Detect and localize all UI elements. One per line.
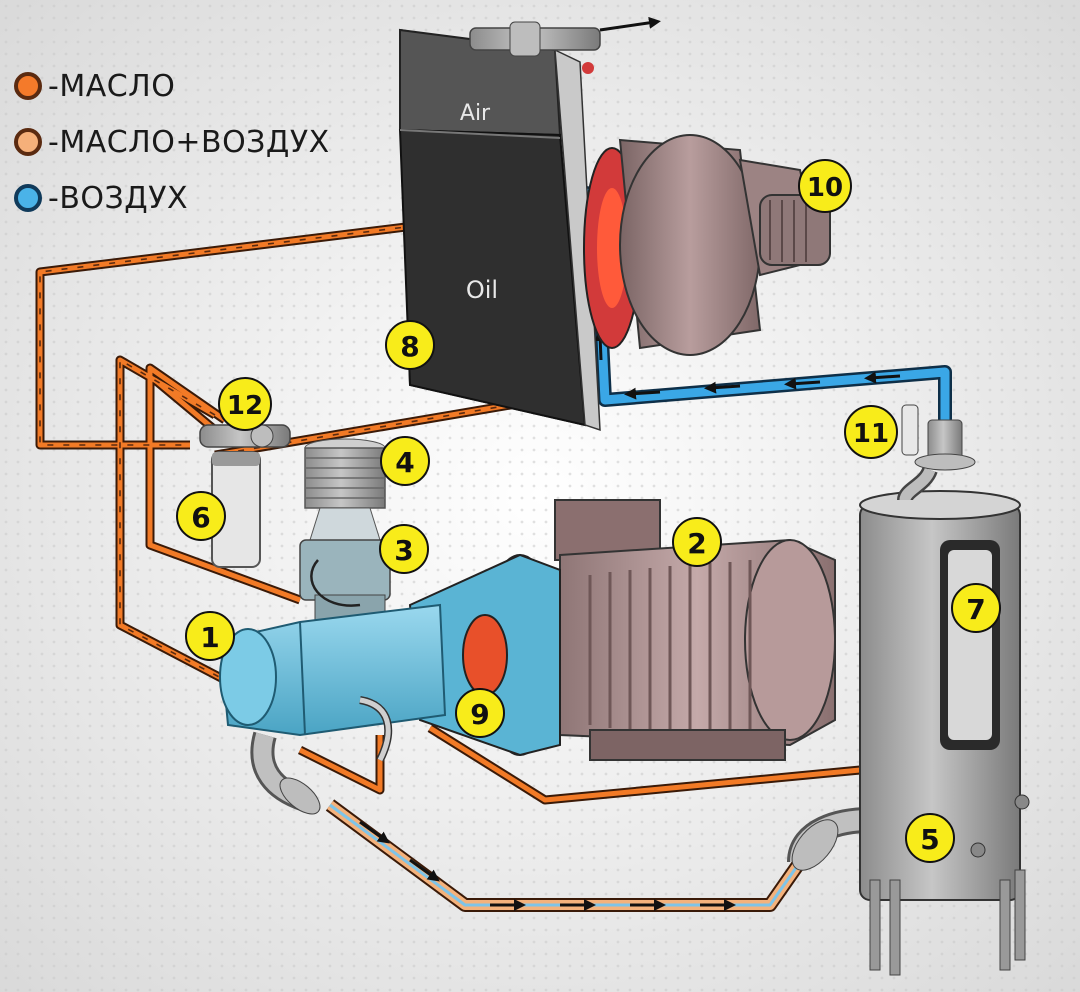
oil-swatch-icon xyxy=(14,72,42,100)
callout-4-label: 4 xyxy=(395,446,414,479)
air-swatch-icon xyxy=(14,184,42,212)
legend-item-oil: -МАСЛО xyxy=(14,58,384,114)
thermostatic-valve xyxy=(199,424,291,448)
safety-valve xyxy=(897,404,976,502)
callout-3-label: 3 xyxy=(394,534,413,567)
air-filter xyxy=(304,438,386,541)
oil-air-pipe xyxy=(325,799,806,912)
callout-8: 8 xyxy=(385,320,435,370)
callout-11-label: 11 xyxy=(853,419,889,449)
callout-1: 1 xyxy=(185,611,235,661)
callout-5-label: 5 xyxy=(920,823,939,856)
callout-3: 3 xyxy=(379,524,429,574)
callout-2: 2 xyxy=(672,517,722,567)
legend: -МАСЛО -МАСЛО+ВОЗДУХ -ВОЗДУХ xyxy=(14,58,384,226)
legend-label-oil-air: -МАСЛО+ВОЗДУХ xyxy=(48,124,330,160)
callout-1-label: 1 xyxy=(200,621,219,654)
callout-12-label: 12 xyxy=(227,391,263,421)
callout-6-label: 6 xyxy=(191,501,210,534)
callout-12: 12 xyxy=(218,377,272,431)
oil-air-swatch-icon xyxy=(14,128,42,156)
cooler-oil-label: Oil xyxy=(466,276,498,304)
outlet-valve xyxy=(469,16,661,74)
callout-4: 4 xyxy=(380,436,430,486)
coupling-housing xyxy=(408,553,561,757)
callout-9-label: 9 xyxy=(470,698,489,731)
callout-10: 10 xyxy=(798,159,852,213)
cooler-unit xyxy=(398,28,601,432)
oil-pipes xyxy=(35,207,861,805)
callout-6: 6 xyxy=(176,491,226,541)
callout-10-label: 10 xyxy=(807,173,843,203)
legend-label-oil: -МАСЛО xyxy=(48,68,176,104)
callout-11: 11 xyxy=(844,405,898,459)
callout-7: 7 xyxy=(951,583,1001,633)
callout-5: 5 xyxy=(905,813,955,863)
discharge-elbow xyxy=(250,731,321,815)
cooler-air-label: Air xyxy=(460,101,491,126)
callout-7-label: 7 xyxy=(966,593,985,626)
intake-valve xyxy=(299,539,391,621)
screw-compressor xyxy=(218,603,447,762)
callout-2-label: 2 xyxy=(687,527,706,560)
legend-item-oil-air: -МАСЛО+ВОЗДУХ xyxy=(14,114,384,170)
callout-8-label: 8 xyxy=(400,330,419,363)
electric-motor xyxy=(554,499,836,761)
callout-9: 9 xyxy=(455,688,505,738)
legend-label-air: -ВОЗДУХ xyxy=(48,180,189,216)
legend-item-air: -ВОЗДУХ xyxy=(14,170,384,226)
